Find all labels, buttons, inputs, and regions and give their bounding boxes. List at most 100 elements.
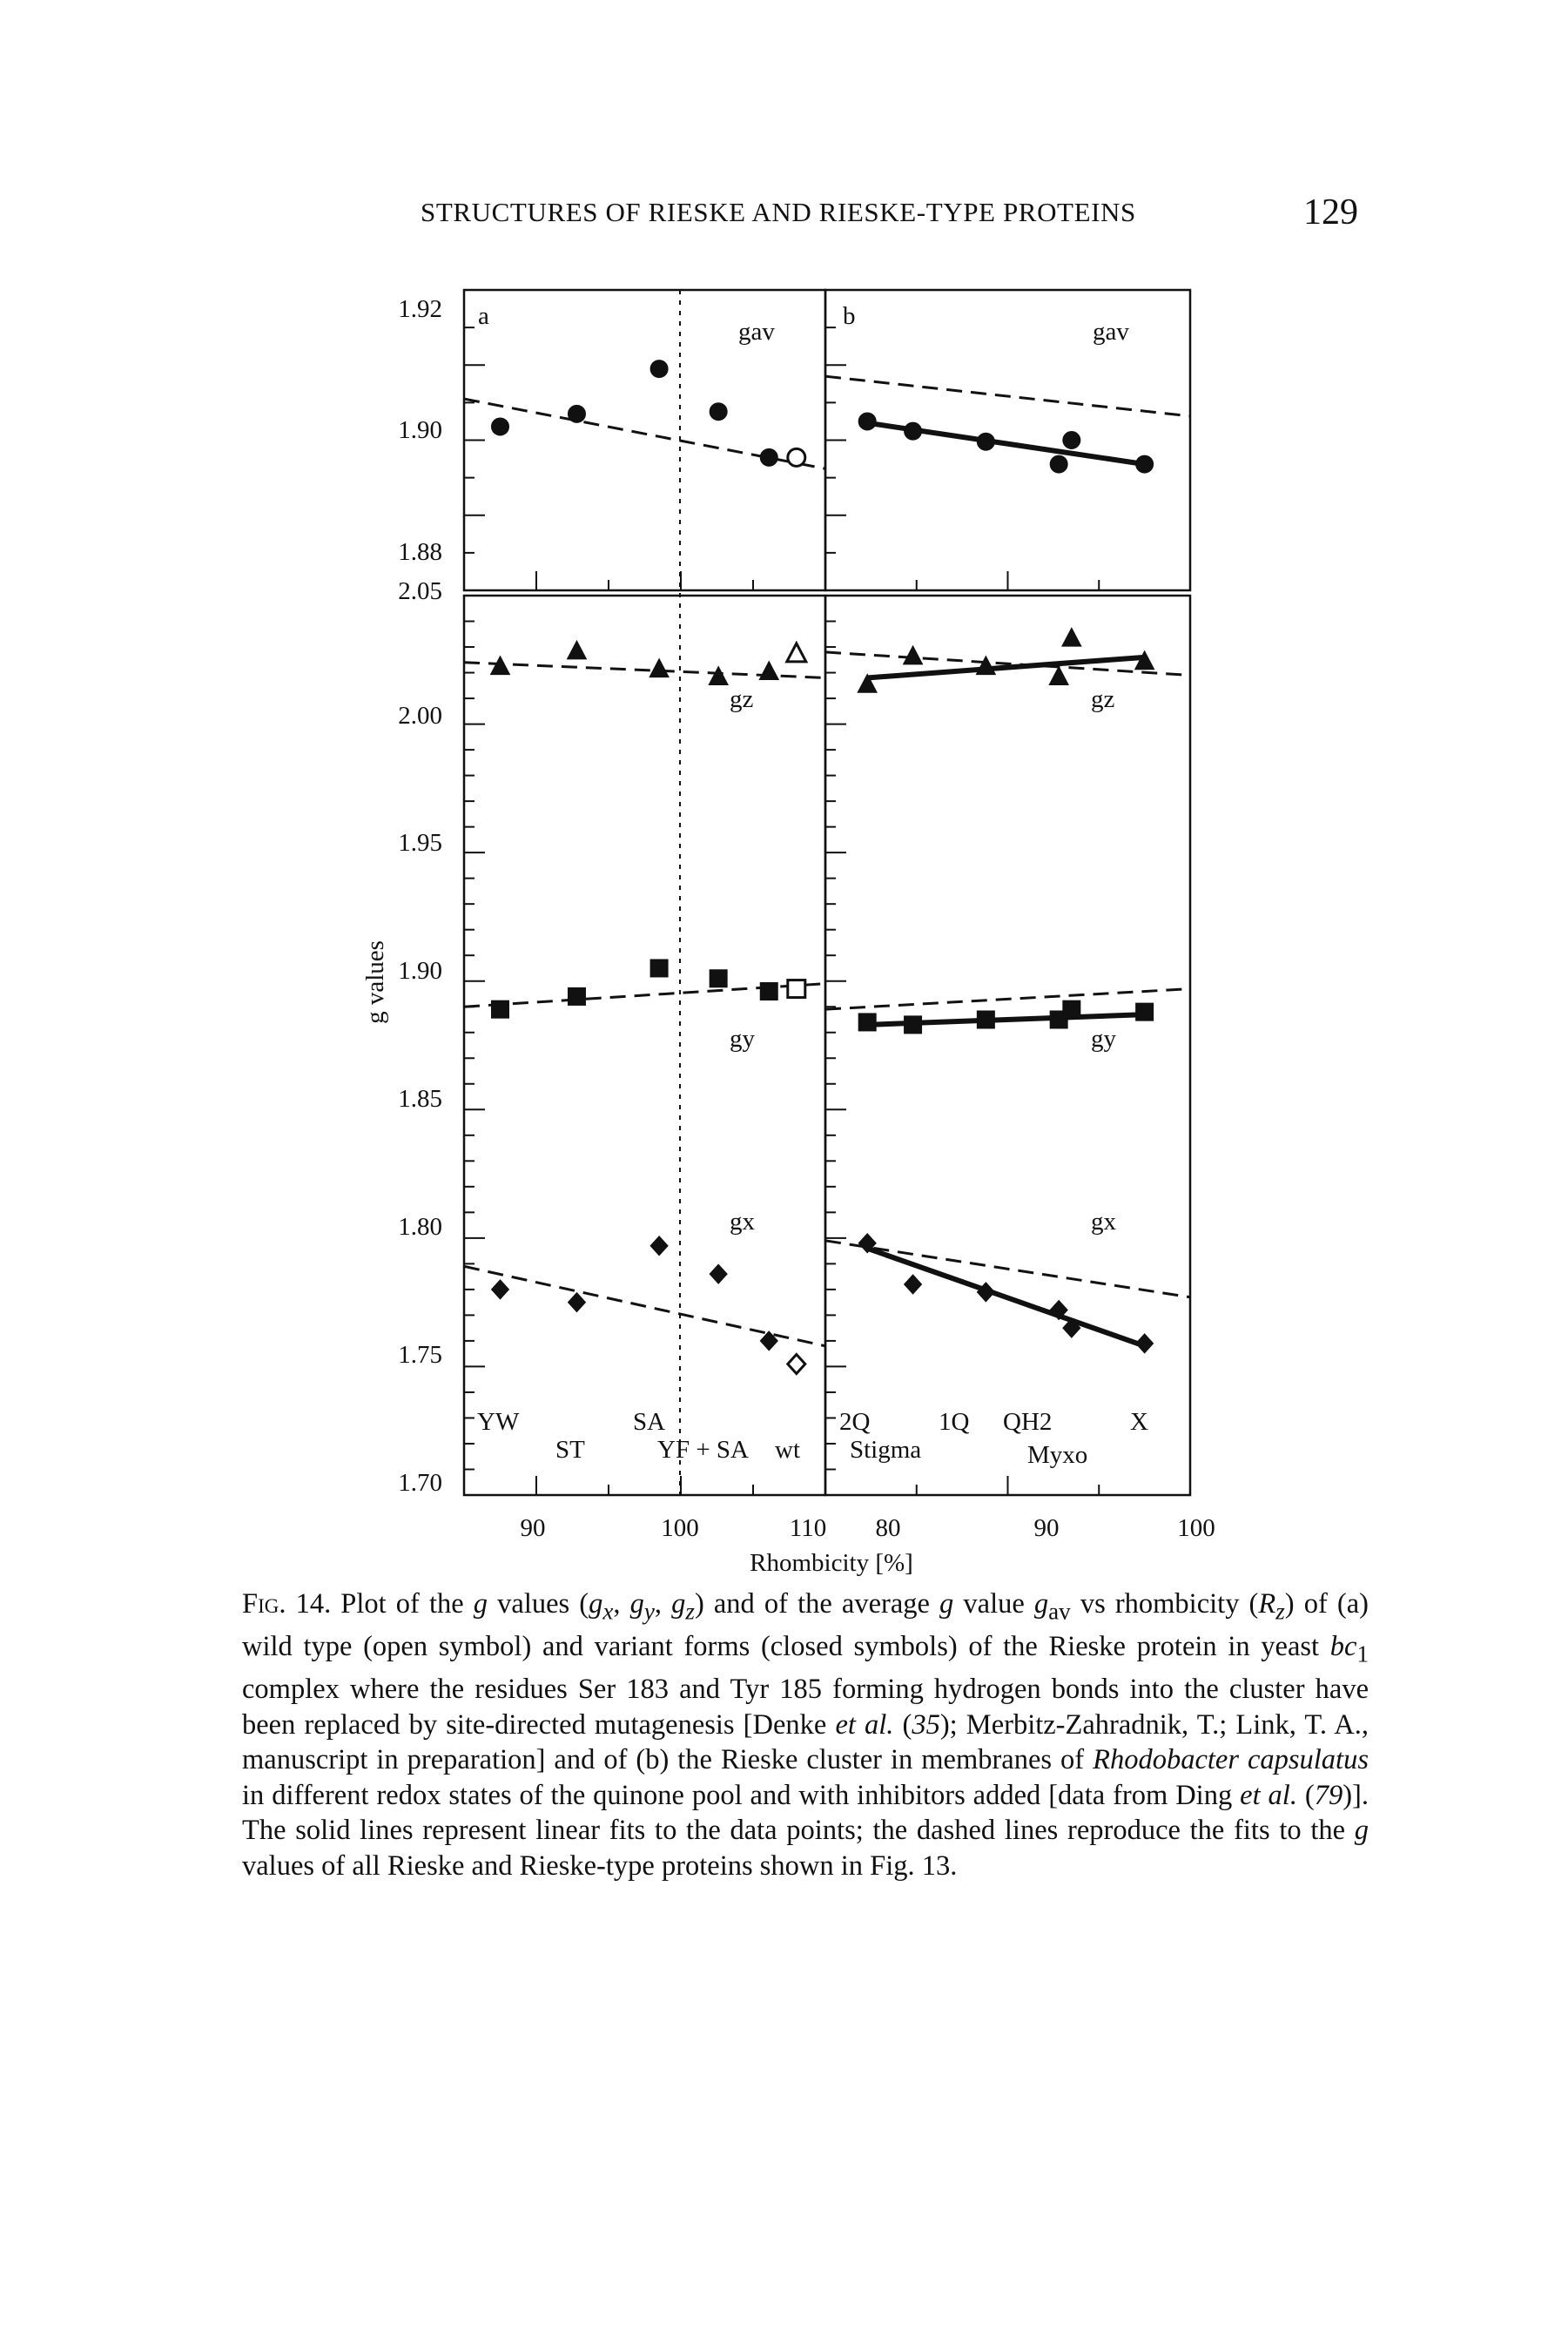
- square-data-point: [786, 979, 807, 1000]
- square-data-point: [858, 1013, 877, 1032]
- x-tick-label: 80: [876, 1514, 901, 1542]
- axis-ticks: [464, 289, 1100, 1496]
- circle-data-point: [649, 360, 669, 379]
- square-data-point: [1062, 1000, 1081, 1019]
- square-data-point: [709, 969, 728, 988]
- circle-data-point: [1135, 455, 1154, 474]
- series-label-gz-b: gz: [1091, 685, 1115, 713]
- circle-data-point: [491, 417, 509, 436]
- series-label-gav-a: gav: [738, 318, 775, 346]
- triangle-data-point: [566, 639, 588, 660]
- x-tick-label: 100: [661, 1514, 699, 1542]
- triangle-data-point: [708, 665, 729, 685]
- panel-a-main-frame: [462, 594, 827, 1497]
- running-head: STRUCTURES OF RIESKE AND RIESKE-TYPE PRO…: [421, 197, 1136, 227]
- y-tick-label: 1.88: [398, 538, 442, 566]
- x-tick-label: 90: [1034, 1514, 1060, 1542]
- panel-label-a: a: [478, 302, 489, 330]
- triangle-data-point: [1060, 627, 1082, 647]
- square-data-point: [904, 1015, 923, 1034]
- diamond-data-point: [1062, 1317, 1081, 1338]
- circle-data-point: [709, 402, 728, 421]
- triangle-data-point: [758, 660, 780, 681]
- data-points: [489, 360, 1155, 1376]
- y-tick-label: 2.05: [398, 577, 442, 605]
- figure-number: Fig. 14.: [242, 1588, 332, 1620]
- y-tick-label: 1.70: [398, 1469, 442, 1497]
- figure-caption: Fig. 14. Plot of the g values (gx, gy, g…: [242, 1586, 1369, 1883]
- diamond-data-point: [709, 1263, 728, 1284]
- panel-b-gav-frame: [824, 288, 1192, 592]
- triangle-data-point: [975, 655, 997, 676]
- triangle-data-point: [784, 640, 809, 664]
- dashed-fit-line-gx: [824, 1239, 1191, 1299]
- y-tick-label: 1.95: [398, 829, 442, 857]
- diamond-data-point: [759, 1330, 778, 1351]
- sample-label: X: [1130, 1408, 1148, 1436]
- diamond-data-point: [903, 1274, 923, 1295]
- square-data-point: [491, 1000, 509, 1019]
- sample-label: wt: [775, 1436, 800, 1464]
- y-tick-label: 1.90: [398, 416, 442, 444]
- diamond-data-point: [785, 1352, 807, 1376]
- square-data-point: [1135, 1002, 1154, 1021]
- series-label-gx-b: gx: [1091, 1208, 1117, 1236]
- diamond-data-point: [567, 1291, 587, 1313]
- sample-label: Stigma: [850, 1436, 921, 1464]
- page-number: 129: [1303, 192, 1358, 232]
- square-data-point: [567, 987, 586, 1006]
- circle-data-point: [976, 432, 995, 451]
- panel-label-b: b: [843, 302, 856, 330]
- triangle-data-point: [857, 673, 878, 693]
- triangle-data-point: [902, 644, 924, 665]
- series-label-gz-a: gz: [730, 685, 754, 713]
- circle-data-point: [786, 447, 807, 468]
- triangle-data-point: [649, 657, 670, 678]
- y-tick-label: 2.00: [398, 702, 442, 730]
- circle-data-point: [858, 412, 877, 431]
- caption-text: Plot of the g values (gx, gy, gz) and of…: [242, 1588, 1369, 1882]
- y-tick-label: 1.75: [398, 1341, 442, 1369]
- diamond-data-point: [1134, 1333, 1154, 1354]
- series-label-gy-b: gy: [1091, 1025, 1117, 1053]
- sample-label: YW: [477, 1408, 520, 1436]
- triangle-data-point: [489, 655, 511, 676]
- fit-lines: [463, 374, 1191, 1349]
- sample-label: QH2: [1003, 1408, 1052, 1436]
- series-label-gy-a: gy: [730, 1025, 756, 1053]
- solid-fit-line-gz: [866, 654, 1145, 681]
- diamond-data-point: [1049, 1299, 1068, 1321]
- dashed-fit-line-gz: [824, 650, 1191, 677]
- y-axis-label: g values: [361, 940, 389, 1024]
- series-label-gav-b: gav: [1093, 318, 1129, 346]
- x-tick-label: 90: [521, 1514, 546, 1542]
- square-data-point: [649, 959, 669, 978]
- y-tick-label: 1.90: [398, 957, 442, 985]
- diamond-data-point: [858, 1233, 877, 1254]
- dashed-fit-line-gx: [463, 1264, 826, 1348]
- diamond-data-point: [490, 1279, 510, 1300]
- series-label-gx-a: gx: [730, 1208, 756, 1236]
- sample-label: SA: [633, 1408, 665, 1436]
- y-tick-label: 1.80: [398, 1213, 442, 1241]
- square-data-point: [976, 1010, 995, 1029]
- circle-data-point: [567, 404, 586, 423]
- sample-label: YF + SA: [657, 1436, 749, 1464]
- page-header: STRUCTURES OF RIESKE AND RIESKE-TYPE PRO…: [0, 192, 1568, 240]
- triangle-data-point: [1134, 650, 1155, 670]
- dashed-fit-line-gav: [824, 374, 1191, 418]
- circle-data-point: [1062, 431, 1081, 449]
- circle-data-point: [1049, 455, 1068, 474]
- sample-label: Myxo: [1027, 1441, 1087, 1469]
- circle-data-point: [904, 421, 923, 441]
- diamond-data-point: [649, 1235, 669, 1256]
- panel-b-main-frame: [824, 594, 1192, 1497]
- sample-label: 1Q: [939, 1408, 970, 1436]
- triangle-data-point: [1048, 665, 1069, 685]
- x-tick-label: 100: [1177, 1514, 1215, 1542]
- x-tick-label: 110: [790, 1514, 826, 1542]
- solid-fit-line-gx: [866, 1245, 1146, 1349]
- diamond-data-point: [976, 1282, 996, 1303]
- y-tick-label: 1.85: [398, 1085, 442, 1113]
- sample-label: 2Q: [839, 1408, 871, 1436]
